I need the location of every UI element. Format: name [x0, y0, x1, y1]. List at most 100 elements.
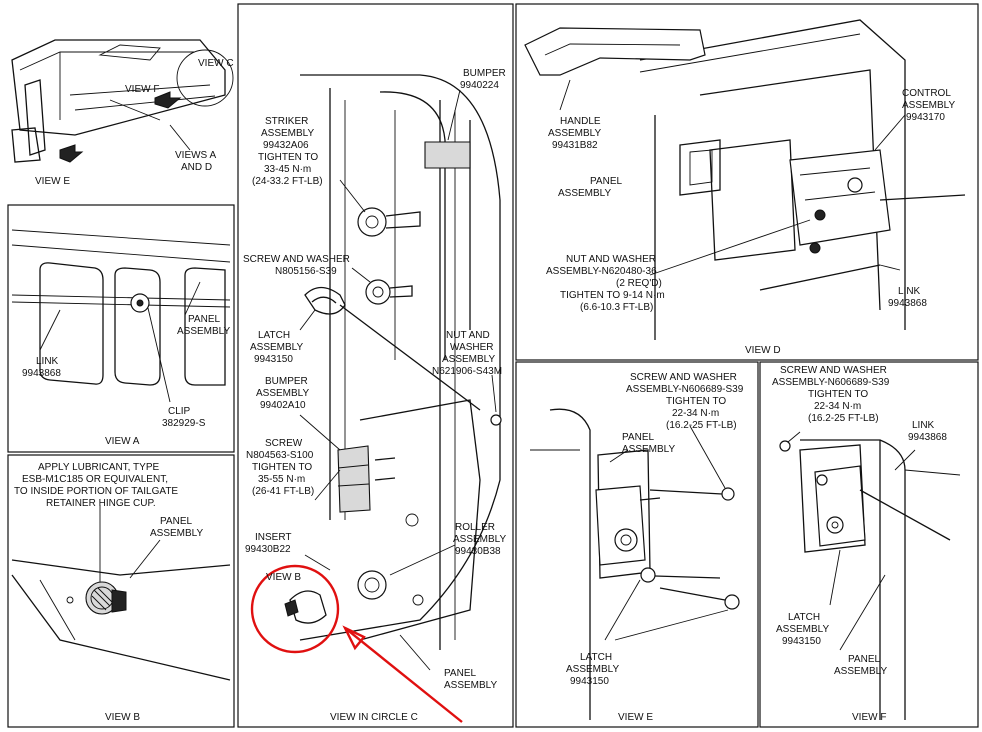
- view-b-callout: VIEW B: [266, 572, 301, 583]
- screw-label-2: N804563-S100: [246, 450, 314, 461]
- screw-label-4: 35-55 N·m: [258, 474, 305, 485]
- views-a-d-label-2: AND D: [181, 162, 212, 173]
- view-d-link-1: LINK: [898, 286, 921, 297]
- striker-label-1: STRIKER: [265, 116, 308, 127]
- view-d-title: VIEW D: [745, 345, 781, 356]
- bumper-top-label-1: BUMPER: [463, 68, 506, 79]
- views-a-d-label-1: VIEWS A: [175, 150, 216, 161]
- view-e-screw-1: SCREW AND WASHER: [630, 372, 737, 383]
- striker-head: [357, 207, 387, 237]
- view-c-label: VIEW C: [198, 58, 234, 69]
- view-f-screw-5: (16.2-25 FT-LB): [808, 413, 879, 424]
- view-a-clip-2: 382929-S: [162, 418, 206, 429]
- view-a-panel-1: PANEL: [188, 314, 220, 325]
- view-e-screw-2: ASSEMBLY-N606689-S39: [626, 384, 744, 395]
- latch-label-2: ASSEMBLY: [250, 342, 303, 353]
- view-b-panel-2: ASSEMBLY: [150, 528, 203, 539]
- striker-label-2: ASSEMBLY: [261, 128, 314, 139]
- view-b-panel-1: PANEL: [160, 516, 192, 527]
- panel-borders: [7, 3, 979, 728]
- screw-washer-label-1: SCREW AND WASHER: [243, 254, 350, 265]
- truck-overview: VIEW C VIEW F VIEWS A AND D VIEW E: [11, 39, 234, 187]
- view-f-screw-2: ASSEMBLY-N606689-S39: [772, 377, 890, 388]
- view-e-latch: [595, 485, 646, 566]
- view-a: PANEL ASSEMBLY LINK 9943868 CLIP 382929-…: [11, 229, 230, 447]
- view-f-arrow: [154, 91, 182, 109]
- roller-label-3: 99430B38: [455, 546, 501, 557]
- nut-washer: [490, 414, 502, 426]
- view-f-screw-3: TIGHTEN TO: [808, 389, 868, 400]
- view-e-label: VIEW E: [35, 176, 70, 187]
- control-label-3: 9943170: [906, 112, 945, 123]
- nut-label-2: WASHER: [450, 342, 494, 353]
- view-e-latch-1: LATCH: [580, 652, 612, 663]
- striker-label-5: 33-45 N·m: [264, 164, 311, 175]
- view-b-note-1: APPLY LUBRICANT, TYPE: [38, 462, 159, 473]
- view-d-panel-2: ASSEMBLY: [558, 188, 611, 199]
- highlight-arrow-head: [342, 625, 366, 651]
- view-d-nut-1: NUT AND WASHER: [566, 254, 656, 265]
- control-label-2: ASSEMBLY: [902, 100, 955, 111]
- view-in-circle-c: BUMPER 9940224 STRIKER ASSEMBLY 99432A06…: [243, 68, 506, 723]
- bumper-mid-label-3: 99402A10: [260, 400, 306, 411]
- latch-label-3: 9943150: [254, 354, 293, 365]
- view-f-panel-1: PANEL: [848, 654, 880, 665]
- view-d-nut-5: (6.6-10.3 FT-LB): [580, 302, 653, 313]
- view-a-link-1: LINK: [36, 356, 59, 367]
- bumper-top-label-2: 9940224: [460, 80, 499, 91]
- screw-label-3: TIGHTEN TO: [252, 462, 312, 473]
- view-f-link-2: 9943868: [908, 432, 947, 443]
- bumper-assembly: [337, 445, 371, 513]
- view-e-screw-4: 22-34 N·m: [672, 408, 719, 419]
- view-a-clip-1: CLIP: [168, 406, 191, 417]
- view-e-screw-5: (16.2-25 FT-LB): [666, 420, 737, 431]
- screw-washer-label-2: N805156-S39: [275, 266, 337, 277]
- view-e-title: VIEW E: [618, 712, 653, 723]
- view-e-panel-1: PANEL: [622, 432, 654, 443]
- highlight-arrow-shaft: [344, 627, 463, 723]
- roller-label-2: ASSEMBLY: [453, 534, 506, 545]
- striker-label-3: 99432A06: [263, 140, 309, 151]
- view-f-screw-1: SCREW AND WASHER: [780, 365, 887, 376]
- view-d-nut-3: (2 REQ'D): [616, 278, 662, 289]
- view-c-circle: [176, 49, 234, 107]
- view-f-link-1: LINK: [912, 420, 935, 431]
- view-f-screw-4: 22-34 N·m: [814, 401, 861, 412]
- view-d-link-2: 9943868: [888, 298, 927, 309]
- handle-label-2: ASSEMBLY: [548, 128, 601, 139]
- view-f-latch-3: 9943150: [782, 636, 821, 647]
- insert-label-1: INSERT: [255, 532, 292, 543]
- screw-label-5: (26-41 FT-LB): [252, 486, 314, 497]
- view-b-note-3: TO INSIDE PORTION OF TAILGATE: [14, 486, 178, 497]
- handle-label-1: HANDLE: [560, 116, 601, 127]
- nut-label-1: NUT AND: [446, 330, 490, 341]
- view-f-latch-1: LATCH: [788, 612, 820, 623]
- screw-label-1: SCREW: [265, 438, 303, 449]
- view-e-panel-2: ASSEMBLY: [622, 444, 675, 455]
- view-d: HANDLE ASSEMBLY 99431B82 CONTROL ASSEMBL…: [524, 19, 966, 356]
- latch-link: [304, 286, 346, 315]
- view-f-title: VIEW F: [852, 712, 886, 723]
- view-b-note-2: ESB-M1C185 OR EQUIVALENT,: [22, 474, 168, 485]
- view-a-title: VIEW A: [105, 436, 140, 447]
- striker-label-6: (24-33.2 FT-LB): [252, 176, 323, 187]
- nut-label-3: ASSEMBLY: [442, 354, 495, 365]
- view-a-panel-2: ASSEMBLY: [177, 326, 230, 337]
- handle-label-3: 99431B82: [552, 140, 598, 151]
- view-e-latch-3: 9943150: [570, 676, 609, 687]
- latch-label-1: LATCH: [258, 330, 290, 341]
- view-f: SCREW AND WASHER ASSEMBLY-N606689-S39 TI…: [772, 365, 961, 723]
- view-d-panel-1: PANEL: [590, 176, 622, 187]
- view-b: APPLY LUBRICANT, TYPE ESB-M1C185 OR EQUI…: [11, 462, 231, 723]
- view-f-label: VIEW F: [125, 84, 159, 95]
- view-c-panel-2: ASSEMBLY: [444, 680, 497, 691]
- screw-washer: [365, 279, 391, 305]
- bumper-top: [424, 141, 471, 169]
- control-assembly: [789, 149, 891, 246]
- view-b-title: VIEW B: [105, 712, 140, 723]
- striker-label-4: TIGHTEN TO: [258, 152, 318, 163]
- roller-assembly: [357, 570, 387, 600]
- view-b-note-4: RETAINER HINGE CUP.: [46, 498, 156, 509]
- view-e-latch-2: ASSEMBLY: [566, 664, 619, 675]
